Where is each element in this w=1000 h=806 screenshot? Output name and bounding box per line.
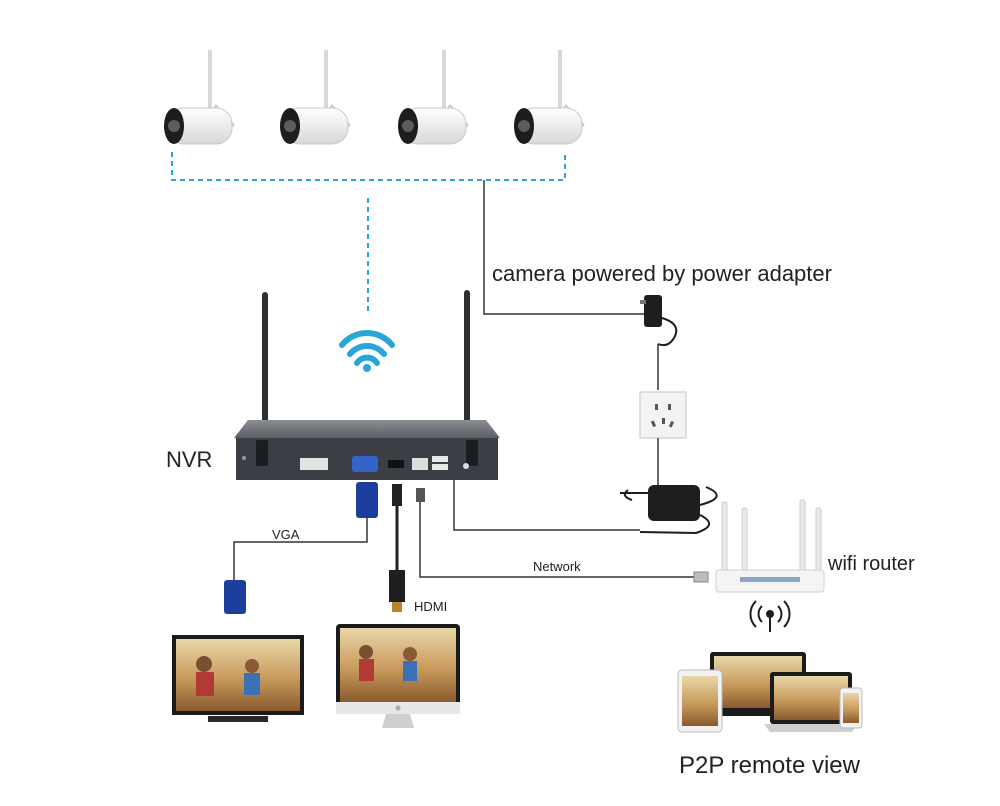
vga-connector-icon xyxy=(224,482,378,614)
hdmi-connector-icon xyxy=(389,484,405,612)
nvr-power-supply-icon xyxy=(620,485,718,535)
vga-label: VGA xyxy=(272,527,300,542)
p2p-label: P2P remote view xyxy=(679,752,861,779)
wall-socket-icon xyxy=(639,391,687,485)
camera-1-icon xyxy=(164,50,235,145)
power-cable-line xyxy=(483,180,644,315)
wifi-router-icon xyxy=(715,499,825,593)
hdmi-label: HDMI xyxy=(414,599,447,614)
camera-group xyxy=(164,50,585,145)
remote-devices-icon xyxy=(677,652,863,733)
camera-4-icon xyxy=(514,50,585,145)
network-label: Network xyxy=(533,559,581,574)
tv-monitor-icon xyxy=(172,635,304,722)
network-plug-icon xyxy=(416,488,709,583)
camera-3-icon xyxy=(398,50,469,145)
wireless-link-lines xyxy=(171,152,566,312)
wireless-broadcast-icon xyxy=(749,600,791,632)
power-adapter-label: camera powered by power adapter xyxy=(492,261,832,286)
nvr-label: NVR xyxy=(166,447,212,472)
wifi-signal-icon xyxy=(339,330,395,372)
nvr-power-cable-line xyxy=(453,480,640,531)
wifi-router-label: wifi router xyxy=(827,553,915,575)
camera-2-icon xyxy=(280,50,351,145)
network-cable-line xyxy=(419,500,694,578)
desktop-monitor-icon xyxy=(336,624,460,728)
power-adapter-icon xyxy=(640,295,678,390)
nvr-device-icon xyxy=(234,290,500,480)
